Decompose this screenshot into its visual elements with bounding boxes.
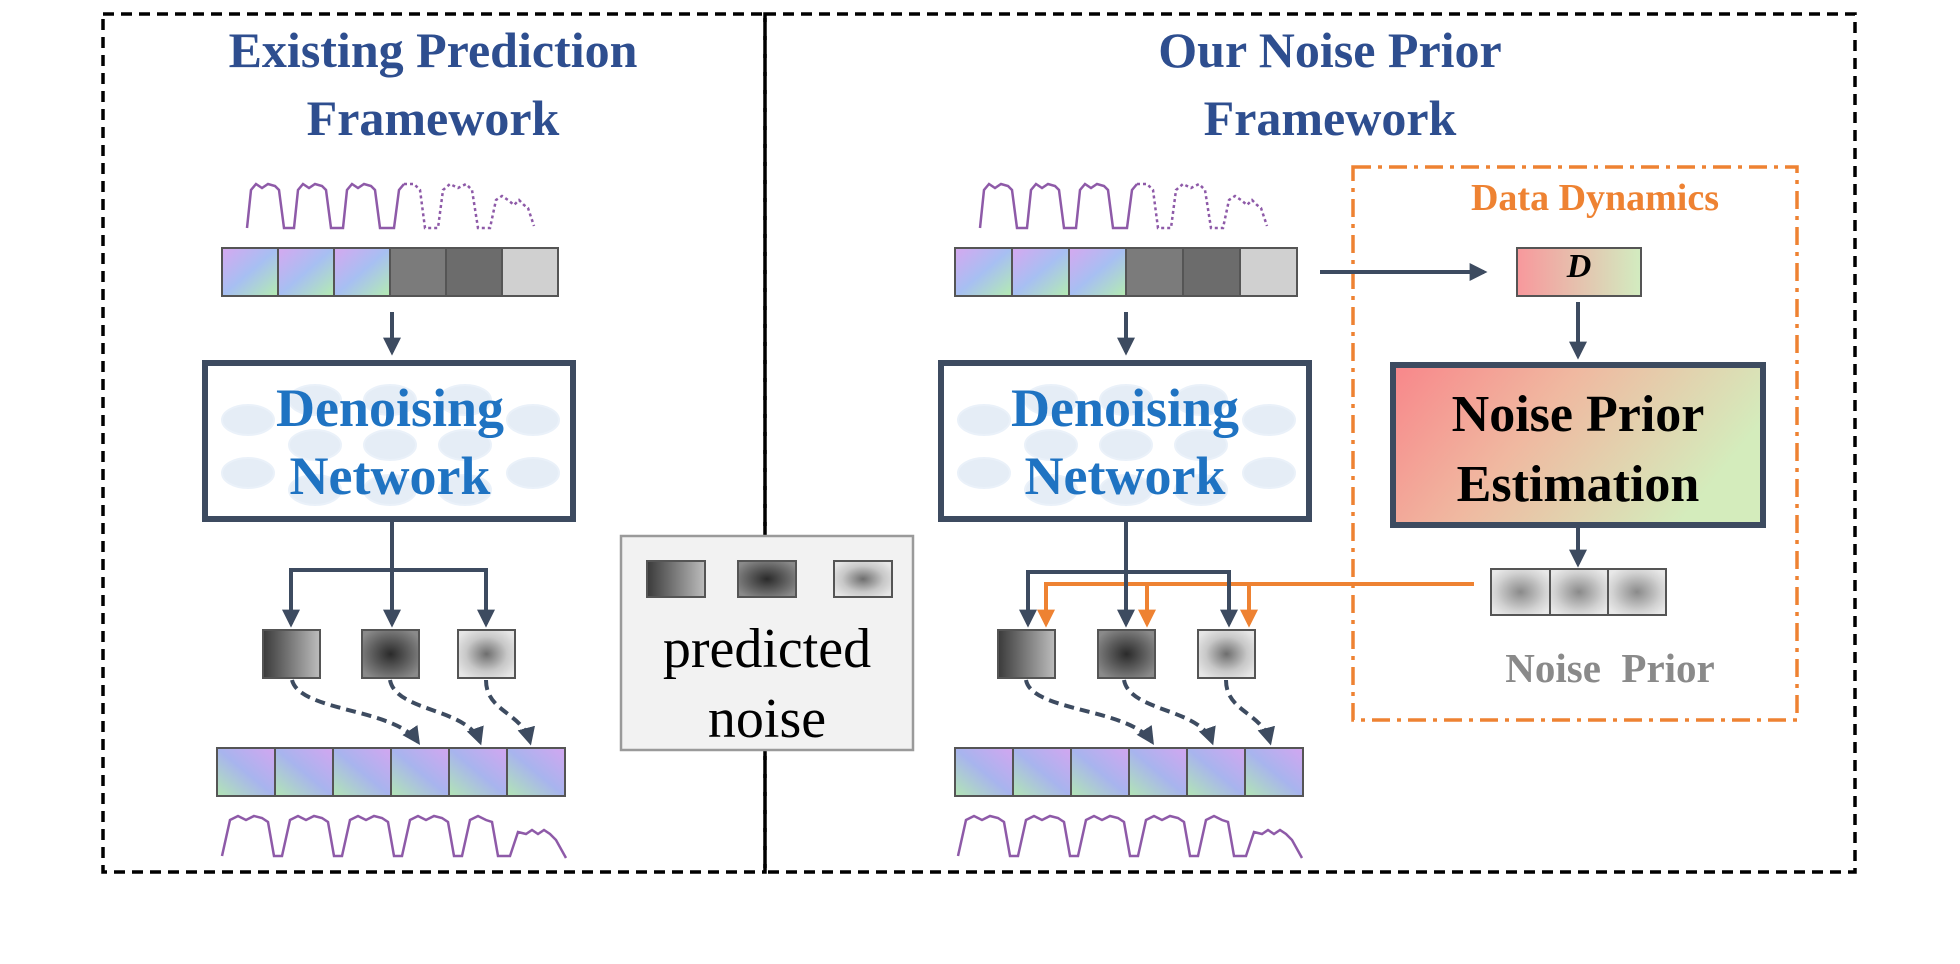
right-title-line2: Framework bbox=[1203, 90, 1457, 146]
right-input-signal bbox=[978, 182, 1269, 230]
left-predicted-noise bbox=[262, 629, 516, 679]
right-output-sequence bbox=[954, 747, 1304, 797]
left-output-sequence bbox=[216, 747, 566, 797]
legend-noise-samples bbox=[646, 560, 893, 598]
data-dynamics-frame bbox=[1351, 165, 1799, 722]
right-network-line2: Network bbox=[1024, 446, 1226, 506]
right-dashed-arrows bbox=[1024, 679, 1275, 746]
right-branch-arrows bbox=[1019, 522, 1238, 628]
left-input-sequence bbox=[221, 247, 559, 297]
left-network-line2: Network bbox=[289, 446, 491, 506]
left-output-signal bbox=[220, 814, 568, 859]
right-title-line1: Our Noise Prior bbox=[1158, 22, 1502, 78]
right-network-watermark bbox=[957, 384, 1296, 506]
left-network-watermark bbox=[221, 384, 560, 506]
right-predicted-noise bbox=[997, 629, 1256, 679]
dynamics-d-box bbox=[1516, 247, 1642, 297]
legend-line1: predicted bbox=[662, 618, 872, 680]
left-title-line2: Framework bbox=[306, 90, 560, 146]
right-input-sequence bbox=[954, 247, 1298, 297]
left-input-signal bbox=[245, 182, 536, 230]
left-network-label: Denoising Network bbox=[205, 374, 575, 510]
legend-label: predicted noise bbox=[621, 614, 913, 754]
right-output-signal bbox=[956, 814, 1304, 859]
noise-prior-estimation-box bbox=[1390, 362, 1766, 528]
left-branch-arrows bbox=[282, 522, 495, 628]
legend-line2: noise bbox=[707, 688, 827, 750]
dynamics-symbol: D bbox=[1566, 248, 1592, 285]
left-network-line1: Denoising bbox=[275, 378, 505, 438]
right-panel-frame bbox=[763, 12, 1857, 874]
noise-prior-feed-arrows bbox=[1037, 582, 1474, 628]
left-panel-title: Existing Prediction Framework bbox=[103, 16, 763, 152]
data-dynamics-title: Data Dynamics bbox=[1470, 177, 1720, 219]
right-network-line1: Denoising bbox=[1010, 378, 1240, 438]
noise-prior-estimation-label: Noise Prior Estimation bbox=[1393, 380, 1763, 520]
noise-prior-caption: Noise Prior bbox=[1505, 645, 1715, 691]
noise-prior-sequence bbox=[1490, 568, 1667, 616]
left-title-line1: Existing Prediction bbox=[228, 22, 638, 78]
left-dashed-arrows bbox=[290, 679, 535, 746]
estimation-line2: Estimation bbox=[1456, 456, 1700, 513]
right-network-label: Denoising Network bbox=[940, 374, 1310, 510]
estimation-line1: Noise Prior bbox=[1451, 386, 1705, 443]
right-panel-title: Our Noise Prior Framework bbox=[880, 16, 1780, 152]
